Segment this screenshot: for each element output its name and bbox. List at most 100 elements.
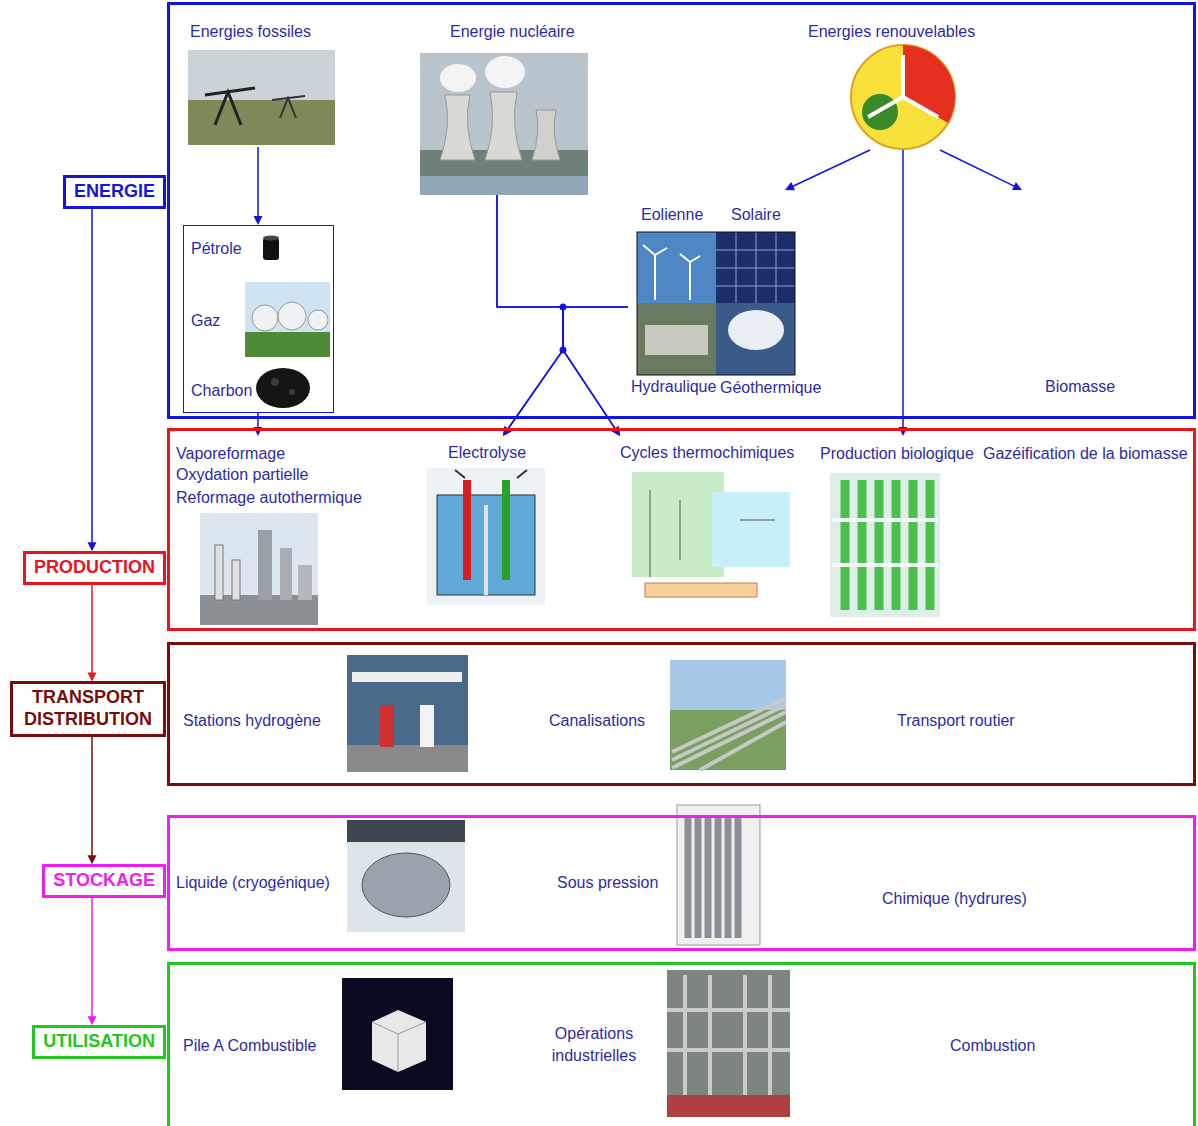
pressure-rack bbox=[677, 805, 760, 945]
stage-item: VaporeformageOxydation partielleReformag… bbox=[172, 436, 367, 628]
stage-item: PétroleGazCharbon bbox=[183, 225, 334, 413]
logo-turbine bbox=[868, 55, 938, 117]
stage-name: ENERGIE bbox=[74, 181, 155, 203]
column bbox=[280, 548, 292, 600]
stage-name: TRANSPORT DISTRIBUTION bbox=[21, 687, 155, 730]
renewable-logo bbox=[851, 45, 955, 149]
industrial-pipe bbox=[667, 975, 790, 1095]
stage-item: EolienneSolaireHydrauliqueGéothermique bbox=[628, 190, 826, 399]
item-text: Opérations industrielles bbox=[544, 1023, 644, 1066]
item-text: Energies renouvelables bbox=[808, 22, 975, 41]
item-text: Stations hydrogène bbox=[183, 711, 321, 730]
gas-sphere bbox=[308, 310, 328, 330]
stage-name: PRODUCTION bbox=[34, 557, 155, 579]
item-text: Charbon bbox=[191, 381, 252, 400]
anode bbox=[502, 480, 510, 580]
stage-item: Stations hydrogène bbox=[178, 700, 328, 740]
stage-item: Energie nucléaire bbox=[420, 20, 588, 195]
cooling-tower bbox=[485, 92, 522, 160]
stage-item: Sous pression bbox=[552, 862, 664, 902]
item-text: Cycles thermochimiques bbox=[620, 443, 794, 462]
arrow-head bbox=[88, 672, 97, 681]
item-text: Reformage autothermique bbox=[176, 488, 362, 507]
wind-photo bbox=[637, 232, 716, 303]
steam bbox=[440, 64, 476, 92]
hydro-photo bbox=[637, 303, 716, 375]
gas-sphere bbox=[278, 302, 306, 330]
coal-lump bbox=[271, 378, 279, 386]
oil-barrel bbox=[263, 238, 279, 260]
connector-line bbox=[497, 195, 563, 430]
connector-line bbox=[91, 898, 93, 1018]
item-text: Sous pression bbox=[557, 873, 658, 892]
arrow-head bbox=[88, 855, 97, 864]
coal-pile bbox=[256, 368, 310, 408]
stage-name: STOCKAGE bbox=[53, 870, 155, 892]
item-text: Pétrole bbox=[191, 239, 242, 258]
pipe bbox=[672, 698, 786, 770]
pipeline-photo bbox=[670, 660, 786, 770]
stage-item: Transport routier bbox=[892, 700, 1022, 740]
item-text: Combustion bbox=[950, 1036, 1035, 1055]
item-text: Gaz bbox=[191, 311, 220, 330]
flow-arrow bbox=[88, 209, 97, 551]
cycle-step bbox=[632, 472, 724, 577]
geothermal-photo bbox=[716, 303, 795, 375]
connector-line bbox=[497, 195, 616, 430]
stage-item: Biomasse bbox=[1000, 190, 1150, 399]
fuelcell bbox=[372, 1010, 426, 1072]
geothermal-steam bbox=[728, 310, 784, 350]
shelf bbox=[832, 520, 938, 565]
station-photo bbox=[347, 655, 468, 772]
connector-line bbox=[902, 150, 904, 429]
item-text: Electrolyse bbox=[448, 443, 526, 462]
connector-line bbox=[91, 737, 93, 858]
arrow-head bbox=[254, 216, 263, 225]
nuclear-photo bbox=[420, 53, 588, 195]
item-text: Solaire bbox=[731, 205, 781, 224]
refinery-photo bbox=[200, 513, 318, 625]
stage-item: Combustion bbox=[945, 1025, 1045, 1065]
connector-line bbox=[563, 307, 628, 430]
stage-item: Energies fossiles bbox=[185, 20, 338, 147]
coal-lump bbox=[289, 389, 295, 395]
item-text: Energie nucléaire bbox=[450, 22, 575, 41]
arrow-head bbox=[1012, 182, 1022, 190]
cycle-line bbox=[650, 490, 775, 577]
item-text: Eolienne bbox=[641, 205, 703, 224]
wind-turbine bbox=[643, 245, 700, 300]
stage-item: Electrolyse bbox=[440, 436, 550, 606]
stage-band: Liquide (cryogénique) Sous pressionChimiq… bbox=[167, 815, 1196, 951]
stage-label: UTILISATION bbox=[32, 1025, 166, 1059]
item-text: Transport routier bbox=[897, 711, 1015, 730]
arrow-head bbox=[785, 182, 795, 190]
connector-line bbox=[940, 150, 1016, 187]
item-text: Oxydation partielle bbox=[176, 465, 309, 484]
stage-item: Liquide (cryogénique) bbox=[171, 862, 341, 902]
pumpjack bbox=[272, 96, 305, 118]
pump bbox=[420, 705, 434, 747]
bioreactor-photo bbox=[830, 473, 940, 617]
diaphragm bbox=[484, 505, 488, 595]
gas-cylinder bbox=[688, 815, 738, 938]
item-text: Energies fossiles bbox=[190, 22, 311, 41]
flow-arrow bbox=[497, 195, 563, 436]
gas-sphere bbox=[252, 305, 278, 331]
item-text: Liquide (cryogénique) bbox=[176, 873, 330, 892]
fuelcell-photo bbox=[342, 978, 453, 1090]
stage-label: TRANSPORT DISTRIBUTION bbox=[10, 681, 166, 736]
item-text: Chimique (hydrures) bbox=[882, 889, 1027, 908]
gas-ground bbox=[245, 332, 330, 357]
oil-barrel-top bbox=[263, 236, 279, 241]
connector-line bbox=[257, 413, 259, 429]
stage-band: Pile A CombustibleOpérations industriell… bbox=[167, 962, 1196, 1126]
industrial-floor bbox=[667, 1095, 790, 1117]
cooling-tower bbox=[440, 95, 475, 160]
stage-item: Energies renouvelables bbox=[800, 20, 980, 150]
stage-item: Production biologique bbox=[815, 436, 978, 618]
station-ground bbox=[347, 745, 468, 772]
steam bbox=[485, 56, 525, 88]
dam bbox=[645, 325, 708, 355]
cryotank bbox=[362, 853, 450, 917]
stage-item: Chimique (hydrures) bbox=[877, 878, 1037, 918]
